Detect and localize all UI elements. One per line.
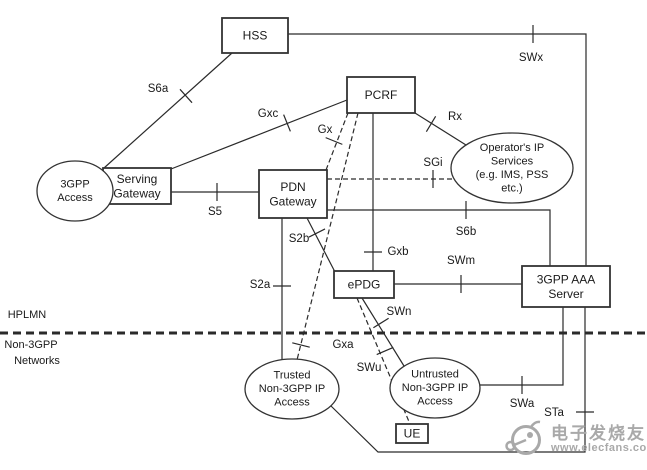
node-epdg: [333, 270, 395, 299]
edge-swa: [480, 307, 564, 386]
node-pcrf: [346, 76, 416, 114]
interface-tick-gxa: [292, 342, 310, 348]
edge-label-sta: STa: [544, 407, 564, 419]
edge-label-swm: SWm: [447, 255, 475, 267]
node-operators-ip-services: [450, 132, 574, 204]
interface-tick-s2b: [308, 228, 326, 238]
edge-label-s2b: S2b: [289, 233, 309, 245]
edge-gxc: [170, 99, 348, 170]
non-3gpp-networks-label-line2: Networks: [14, 355, 60, 367]
node-label-ue: UE: [404, 427, 421, 441]
edge-s6a: [103, 52, 233, 169]
edge-s2b: [306, 217, 336, 273]
node-3gpp-access: [36, 160, 114, 222]
non-3gpp-networks-label-line1: Non-3GPP: [4, 339, 57, 351]
node-untrusted-non-3gpp-ip-access: [389, 357, 481, 419]
edge-label-gxb: Gxb: [387, 246, 408, 258]
edge-label-s6b: S6b: [456, 226, 476, 238]
edge-swx: [288, 33, 587, 266]
node-label-epdg: ePDG: [348, 278, 381, 292]
node-hss: [221, 17, 289, 54]
node-pdn-gateway: [258, 169, 328, 219]
node-label-hss: HSS: [243, 29, 268, 43]
edge-label-swx: SWx: [519, 52, 544, 64]
edge-gxa: [296, 112, 359, 361]
node-label-pcrf: PCRF: [365, 88, 398, 102]
edge-label-swa: SWa: [510, 398, 535, 410]
interface-tick-gx: [325, 137, 343, 145]
interface-tick-swu: [376, 346, 394, 356]
edge-s6b: [327, 209, 551, 266]
edge-rx: [414, 112, 467, 146]
interface-tick-swn: [373, 317, 389, 329]
node-ue: [395, 423, 429, 444]
edge-label-s5: S5: [208, 206, 222, 218]
edge-label-s2a: S2a: [250, 279, 271, 291]
interface-tick-rx: [425, 115, 437, 133]
hplmn-label: HPLMN: [8, 309, 47, 321]
edge-label-gxa: Gxa: [332, 339, 354, 351]
edge-label-gx: Gx: [318, 124, 333, 136]
edge-label-gxc: Gxc: [258, 108, 279, 120]
interface-tick-gxc: [283, 114, 291, 132]
node-3gpp-aaa-server: [521, 265, 611, 308]
edge-gx: [325, 112, 349, 171]
edge-label-sgi: SGi: [423, 157, 442, 169]
node-serving-gateway: [102, 167, 172, 205]
interface-tick-s6a: [179, 88, 193, 104]
edge-label-rx: Rx: [448, 111, 462, 123]
edge-sta: [329, 307, 586, 453]
edge-label-s6a: S6a: [148, 83, 169, 95]
edge-label-swn: SWn: [387, 306, 412, 318]
edge-label-swu: SWu: [357, 362, 382, 374]
node-trusted-non-3gpp-ip-access: [244, 358, 340, 420]
